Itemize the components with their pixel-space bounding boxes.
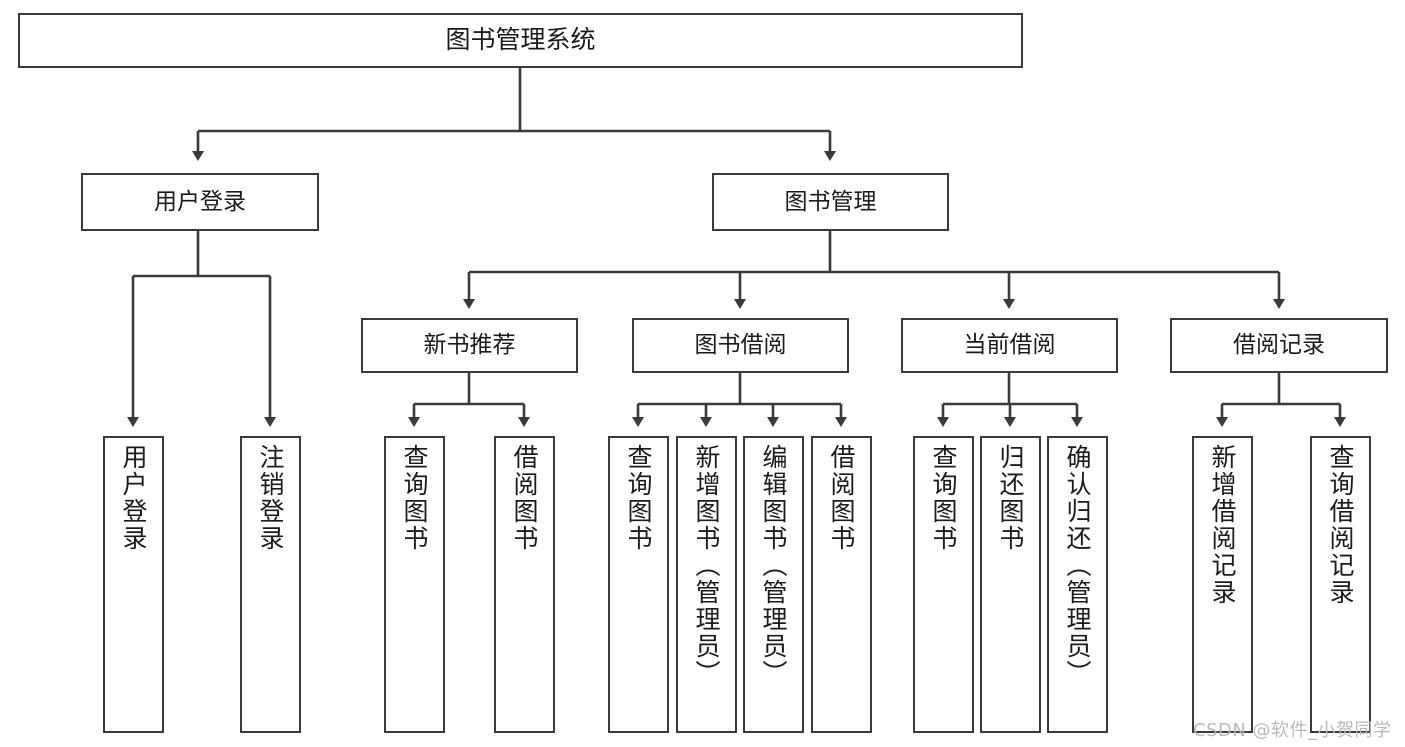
node-label: 归还图书	[996, 444, 1025, 552]
node-leaf-current-borrow-confirm[interactable]: 确认归还（管理员）	[1047, 436, 1108, 733]
node-label: 借阅图书	[510, 444, 539, 552]
node-leaf-user-login-login[interactable]: 用户登录	[103, 436, 164, 733]
node-book-borrow[interactable]: 图书借阅	[632, 318, 849, 373]
node-leaf-book-borrow-query[interactable]: 查询图书	[608, 436, 669, 733]
node-label: 查询图书	[400, 444, 429, 552]
node-leaf-user-login-logout[interactable]: 注销登录	[240, 436, 301, 733]
node-label: 新书推荐	[423, 332, 516, 359]
node-label: 查询图书	[624, 444, 653, 552]
node-leaf-current-borrow-query[interactable]: 查询图书	[913, 436, 974, 733]
node-label: 图书管理	[784, 188, 877, 215]
node-leaf-current-borrow-return[interactable]: 归还图书	[980, 436, 1041, 733]
node-leaf-new-book-borrow[interactable]: 借阅图书	[494, 436, 555, 733]
node-root-book-management-system[interactable]: 图书管理系统	[18, 13, 1023, 68]
node-label: 查询图书	[929, 444, 958, 552]
node-new-book-recommend[interactable]: 新书推荐	[361, 318, 578, 373]
node-label: 借阅图书	[827, 444, 856, 552]
node-label: 用户登录	[154, 188, 246, 215]
node-leaf-book-borrow-borrow[interactable]: 借阅图书	[811, 436, 872, 733]
node-current-borrow[interactable]: 当前借阅	[901, 318, 1118, 373]
node-leaf-book-borrow-add[interactable]: 新增图书（管理员）	[676, 436, 737, 733]
node-leaf-borrow-record-add[interactable]: 新增借阅记录	[1192, 436, 1253, 733]
node-label: 用户登录	[119, 444, 148, 552]
node-label: 借阅记录	[1233, 332, 1325, 359]
node-label: 查询借阅记录	[1326, 444, 1355, 606]
node-label: 注销登录	[256, 444, 285, 552]
node-label: 当前借阅	[963, 332, 1056, 359]
node-label: 确认归还（管理员）	[1063, 444, 1092, 687]
node-leaf-new-book-query[interactable]: 查询图书	[384, 436, 445, 733]
node-user-login[interactable]: 用户登录	[81, 173, 319, 231]
node-label: 图书借阅	[694, 332, 787, 359]
node-label: 新增图书（管理员）	[692, 444, 721, 687]
node-leaf-book-borrow-edit[interactable]: 编辑图书（管理员）	[743, 436, 804, 733]
node-label: 新增借阅记录	[1208, 444, 1237, 606]
node-label: 编辑图书（管理员）	[759, 444, 788, 687]
node-book-management[interactable]: 图书管理	[712, 173, 949, 231]
node-leaf-borrow-record-query[interactable]: 查询借阅记录	[1310, 436, 1371, 733]
node-label: 图书管理系统	[445, 25, 596, 55]
node-borrow-record[interactable]: 借阅记录	[1170, 318, 1388, 373]
